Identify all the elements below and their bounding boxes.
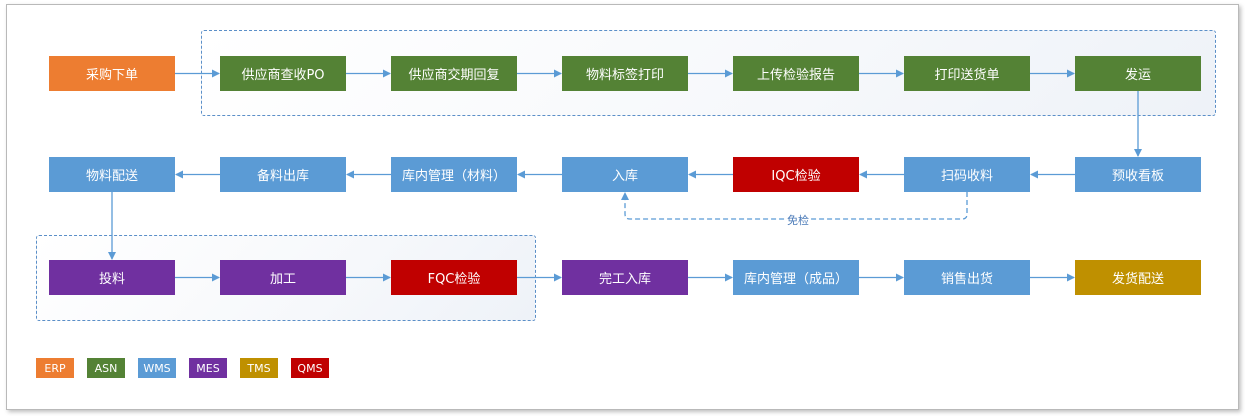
node-inventory-material: 库内管理（材料） — [391, 157, 517, 192]
legend-label: QMS — [297, 361, 323, 375]
node-label: 供应商查收PO — [241, 68, 325, 83]
legend-item-qms: QMS — [291, 358, 329, 378]
node-label: 销售出货 — [940, 272, 993, 287]
node-purchase-order: 采购下单 — [49, 56, 175, 91]
legend-label: TMS — [247, 361, 271, 375]
node-supplier-delivery-reply: 供应商交期回复 — [391, 56, 517, 91]
node-material-delivery: 物料配送 — [49, 157, 175, 192]
node-ship: 发运 — [1075, 56, 1201, 91]
node-scan-receiving: 扫码收料 — [904, 157, 1030, 192]
node-iqc-inspection: IQC检验 — [733, 157, 859, 192]
node-label: 预收看板 — [1111, 169, 1164, 184]
node-label: 加工 — [269, 272, 296, 287]
node-feeding: 投料 — [49, 260, 175, 295]
legend-item-mes: MES — [189, 358, 227, 378]
legend-item-wms: WMS — [138, 358, 176, 378]
node-label: 库内管理（成品） — [743, 272, 848, 287]
node-label: 投料 — [98, 272, 125, 287]
legend-item-erp: ERP — [36, 358, 74, 378]
node-label: 入库 — [611, 169, 638, 184]
legend-label: WMS — [143, 361, 171, 375]
node-label: 库内管理（材料） — [401, 169, 506, 184]
node-label: 采购下单 — [85, 68, 138, 83]
node-label: 备料出库 — [256, 169, 309, 184]
node-receiving-board: 预收看板 — [1075, 157, 1201, 192]
node-label: 物料标签打印 — [585, 68, 664, 83]
node-sales-out: 销售出货 — [904, 260, 1030, 295]
node-supplier-po-query: 供应商查收PO — [220, 56, 346, 91]
skip-edge-label: 免检 — [785, 212, 811, 228]
legend-item-asn: ASN — [87, 358, 125, 378]
node-warehouse-in: 入库 — [562, 157, 688, 192]
node-fqc-inspection: FQC检验 — [391, 260, 517, 295]
node-label: 上传检验报告 — [756, 68, 835, 83]
node-material-label-print: 物料标签打印 — [562, 56, 688, 91]
legend-label: MES — [196, 361, 220, 375]
node-label: 完工入库 — [598, 272, 651, 287]
node-processing: 加工 — [220, 260, 346, 295]
legend-item-tms: TMS — [240, 358, 278, 378]
legend-label: ERP — [44, 361, 66, 375]
node-material-picking: 备料出库 — [220, 157, 346, 192]
diagram-canvas: 采购下单 供应商查收PO 供应商交期回复 物料标签打印 上传检验报告 打印送货单… — [6, 4, 1239, 410]
node-label: 物料配送 — [85, 169, 138, 184]
node-label: 供应商交期回复 — [408, 68, 500, 83]
node-label: 发货配送 — [1111, 272, 1164, 287]
node-label: FQC检验 — [427, 272, 481, 287]
node-delivery-dispatch: 发货配送 — [1075, 260, 1201, 295]
node-label: 扫码收料 — [940, 169, 993, 184]
node-finished-in: 完工入库 — [562, 260, 688, 295]
node-label: IQC检验 — [771, 169, 821, 184]
node-upload-inspection-report: 上传检验报告 — [733, 56, 859, 91]
node-print-delivery-note: 打印送货单 — [904, 56, 1030, 91]
node-inventory-product: 库内管理（成品） — [733, 260, 859, 295]
node-label: 发运 — [1124, 68, 1151, 83]
node-label: 打印送货单 — [934, 68, 1000, 83]
legend-label: ASN — [94, 361, 118, 375]
